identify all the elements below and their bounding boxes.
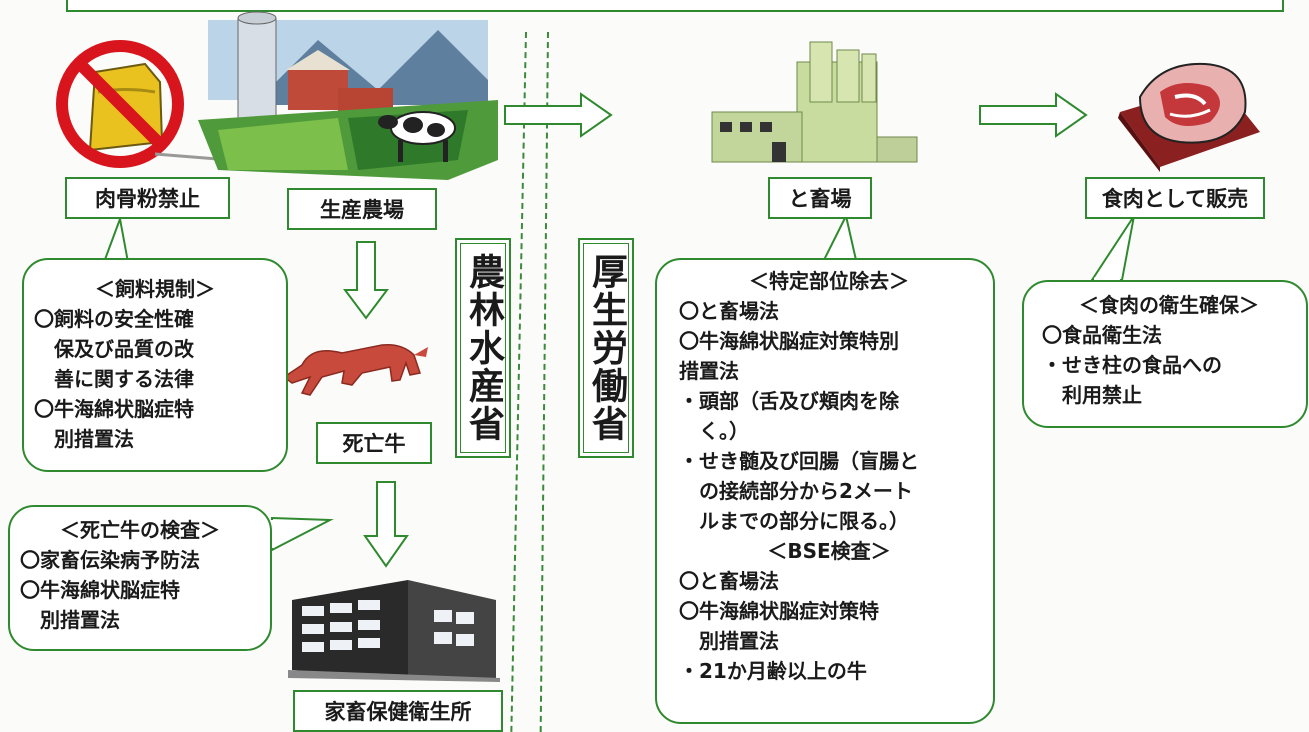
bubble-tail (822, 213, 858, 263)
slaughterhouse-label: と畜場 (768, 177, 872, 219)
arrow-right-icon (979, 92, 1088, 138)
arrow-down-icon (343, 241, 389, 320)
meat-hygiene-title: ＜食肉の衛生確保＞ (1079, 293, 1259, 317)
sold-as-meat-label: 食肉として販売 (1085, 177, 1265, 219)
meat-hygiene-line: ・せき柱の食品への (1042, 353, 1222, 377)
bubble-tail (269, 516, 334, 552)
health-center-building-icon (288, 580, 500, 682)
farm-label: 生産農場 (287, 188, 437, 230)
bse-test-line: 別措置法 (679, 629, 779, 653)
health-center-label: 家畜保健衛生所 (293, 690, 503, 732)
bse-test-line: 〇牛海綿状脳症対策特 (679, 599, 879, 623)
srm-removal-line: 〇牛海綿状脳症対策特別 (679, 329, 899, 353)
feed-regulation-line: 〇飼料の安全性確 (34, 307, 194, 331)
top-frame (66, 0, 1284, 12)
srm-removal-line: 措置法 (679, 359, 739, 383)
feed-regulation-title: ＜飼料規制＞ (95, 277, 215, 301)
meat-hygiene-line: 〇食品衛生法 (1042, 323, 1162, 347)
mhlw-label: 厚生労働省 (578, 238, 634, 458)
meat-hygiene-bubble: ＜食肉の衛生確保＞ 〇食品衛生法 ・せき柱の食品への 利用禁止 (1022, 280, 1308, 428)
dead-cattle-inspection-bubble: ＜死亡牛の検査＞ 〇家畜伝染病予防法 〇牛海綿状脳症特 別措置法 (8, 505, 272, 651)
feed-regulation-line: 別措置法 (34, 427, 134, 451)
srm-removal-bubble: ＜特定部位除去＞ 〇と畜場法 〇牛海綿状脳症対策特別 措置法 ・頭部（舌及び頬肉… (655, 258, 995, 724)
farm-illustration (198, 11, 498, 180)
srm-removal-line: ・頭部（舌及び頬肉を除 (679, 389, 899, 413)
srm-removal-line: く。） (679, 419, 749, 443)
feed-regulation-line: 善に関する法律 (34, 367, 194, 391)
srm-removal-line: ルまでの部分に限る。） (679, 509, 909, 533)
bse-test-line: 〇と畜場法 (679, 569, 779, 593)
feed-regulation-line: 〇牛海綿状脳症特 (34, 397, 194, 421)
meat-on-tray-icon (1118, 62, 1260, 172)
bse-test-title: ＜BSE検査＞ (767, 539, 891, 563)
srm-removal-line: の接続部分から2メート (679, 479, 913, 503)
slaughterhouse-building-icon (711, 41, 918, 163)
dead-cattle-inspection-line: 別措置法 (20, 608, 120, 632)
dead-cattle-inspection-title: ＜死亡牛の検査＞ (60, 518, 220, 542)
bse-test-line: ・21か月齢以上の牛 (679, 659, 867, 683)
arrow-down-icon (363, 481, 409, 568)
meat-bone-ban-label: 肉骨粉禁止 (65, 177, 230, 219)
dead-cattle-label: 死亡牛 (316, 422, 432, 464)
srm-removal-line: 〇と畜場法 (679, 299, 779, 323)
arrow-right-icon (504, 92, 613, 138)
dead-cattle-inspection-line: 〇牛海綿状脳症特 (20, 578, 180, 602)
maff-label: 農林水産省 (455, 238, 511, 458)
dead-cow-icon (282, 343, 428, 396)
meat-hygiene-line: 利用禁止 (1042, 383, 1142, 407)
prohibited-feed-icon (56, 40, 231, 168)
srm-removal-title: ＜特定部位除去＞ (749, 269, 909, 293)
dead-cattle-inspection-line: 〇家畜伝染病予防法 (20, 548, 200, 572)
bubble-tail (1090, 215, 1135, 283)
feed-regulation-line: 保及び品質の改 (34, 337, 194, 361)
feed-regulation-bubble: ＜飼料規制＞ 〇飼料の安全性確 保及び品質の改 善に関する法律 〇牛海綿状脳症特… (22, 258, 288, 472)
srm-removal-line: ・せき髄及び回腸（盲腸と (679, 449, 919, 473)
